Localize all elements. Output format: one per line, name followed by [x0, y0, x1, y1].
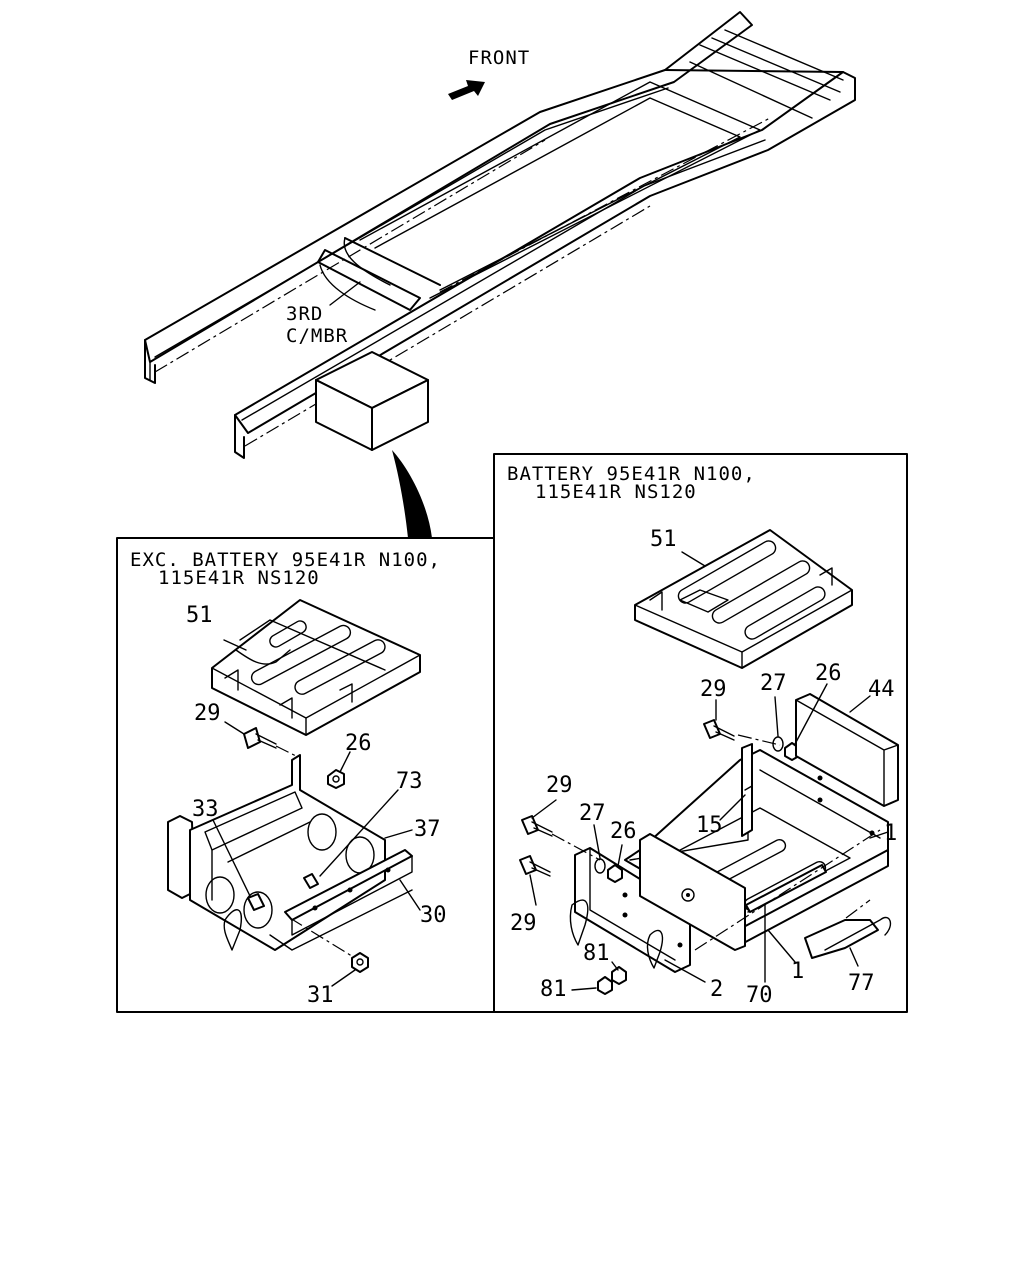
right-callout-77: 77 [848, 971, 875, 996]
right-j-bolt-77 [804, 899, 892, 959]
right-callout-27-mid: 27 [579, 801, 606, 826]
crossmember-label-line2: C/MBR [286, 325, 348, 347]
left-nut-26 [327, 769, 345, 789]
right-callout-26-mid: 26 [610, 819, 637, 844]
right-panel-title-line1: BATTERY 95E41R N100, [507, 463, 756, 485]
right-callout-44: 44 [868, 677, 895, 702]
right-bolt-29-upper [521, 815, 553, 837]
right-pad-44 [795, 693, 899, 807]
right-callout-26-top: 26 [815, 661, 842, 686]
right-bolt-29-top [703, 719, 735, 741]
right-callout-15: 15 [696, 813, 723, 838]
right-bolt-axis-top [737, 734, 781, 746]
right-rod-70 [745, 864, 827, 913]
left-panel-title-line1: EXC. BATTERY 95E41R N100, [130, 549, 441, 571]
left-callout-51: 51 [186, 603, 213, 628]
right-callout-81-lower: 81 [540, 977, 567, 1002]
left-leaders [212, 639, 421, 987]
right-callout-1-upper: 1 [884, 821, 897, 846]
right-panel-title-line2: 115E41R NS120 [535, 481, 697, 503]
left-callout-29: 29 [194, 701, 221, 726]
right-front-plate-2 [569, 847, 691, 973]
chassis-frame [144, 11, 856, 459]
right-nut-81-a [611, 966, 627, 985]
left-callout-31: 31 [307, 983, 334, 1008]
right-callout-70: 70 [746, 983, 773, 1008]
left-battery-bracket [167, 754, 413, 959]
right-callout-29-upper: 29 [546, 773, 573, 798]
right-rod-axis [694, 829, 881, 951]
crossmember-leader [329, 281, 361, 306]
right-callout-81-upper: 81 [583, 941, 610, 966]
left-nut-31 [351, 952, 369, 973]
right-callout-51: 51 [650, 527, 677, 552]
front-label: FRONT [468, 47, 530, 69]
right-callout-29-top: 29 [700, 677, 727, 702]
right-bolt-29-lower [519, 855, 551, 877]
left-callout-37: 37 [414, 817, 441, 842]
front-arrow-icon [448, 80, 485, 100]
battery-location-box [315, 351, 429, 451]
right-callout-1-lower: 1 [791, 959, 804, 984]
right-callout-27-top: 27 [760, 671, 787, 696]
right-callout-29-lower: 29 [510, 911, 537, 936]
right-nut-81-b [597, 976, 613, 995]
left-callout-26: 26 [345, 731, 372, 756]
right-front-angle [639, 833, 746, 951]
detail-pointer [392, 450, 432, 538]
right-nut-26-mid [607, 864, 623, 883]
right-bracket-15 [741, 743, 753, 837]
left-panel-title-line2: 115E41R NS120 [158, 567, 320, 589]
right-bolt-axis-mid [551, 833, 601, 861]
left-battery-cover [211, 599, 421, 736]
right-washer-27-top [772, 736, 784, 752]
left-callout-30: 30 [420, 903, 447, 928]
crossmember-label-line1: 3RD [286, 303, 323, 325]
right-leaders [529, 551, 889, 991]
left-callout-73: 73 [396, 769, 423, 794]
left-bolt-29 [243, 727, 301, 759]
right-washer-27-mid [594, 858, 606, 874]
right-callout-2: 2 [710, 977, 723, 1002]
right-battery-cover [634, 529, 853, 669]
left-callout-33: 33 [192, 797, 219, 822]
right-detail-frame [493, 453, 908, 1013]
